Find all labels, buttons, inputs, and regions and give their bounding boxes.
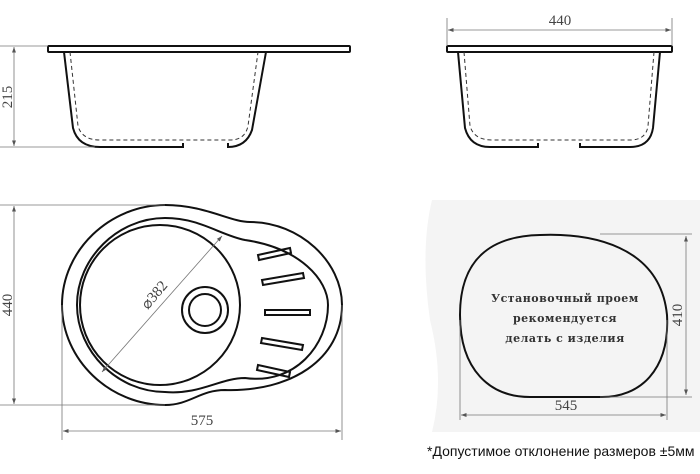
template-background bbox=[425, 200, 700, 432]
top-width-dimension-label: 575 bbox=[191, 413, 214, 429]
cutout-template: Установочный проем рекомендуется делать … bbox=[425, 200, 700, 432]
rim bbox=[446, 45, 673, 53]
drainer-ribs bbox=[255, 246, 311, 379]
sink-inner-edge bbox=[75, 216, 330, 394]
tolerance-note: *Допустимое отклонение размеров ±5мм bbox=[427, 443, 695, 459]
side-view-left: 215 bbox=[0, 45, 351, 149]
bowl-inner-dashed bbox=[69, 51, 259, 141]
cutout-text-line-1: Установочный проем bbox=[491, 292, 639, 305]
cutout-height-dimension-label: 410 bbox=[670, 304, 686, 327]
width-dimension-label: 440 bbox=[549, 13, 572, 29]
top-view: ⌀382 440 575 bbox=[0, 203, 344, 440]
side-view-right: 440 bbox=[446, 13, 673, 148]
diameter-line bbox=[101, 235, 223, 373]
height-dimension-label: 215 bbox=[0, 86, 16, 109]
cutout-text-line-3: делать с изделия bbox=[505, 332, 624, 345]
bowl-outline bbox=[63, 51, 267, 149]
bowl bbox=[79, 224, 241, 386]
cutout-width-dimension-label: 545 bbox=[555, 398, 578, 414]
drain-inner bbox=[188, 293, 222, 327]
bowl-outline bbox=[457, 51, 661, 148]
cutout-text-line-2: рекомендуется bbox=[513, 312, 617, 325]
bowl-inner-dashed bbox=[463, 51, 655, 141]
sink-outline bbox=[60, 203, 344, 407]
rim bbox=[47, 45, 351, 53]
bowl-diameter-label: ⌀382 bbox=[139, 278, 172, 312]
top-height-dimension-label: 440 bbox=[0, 294, 16, 317]
